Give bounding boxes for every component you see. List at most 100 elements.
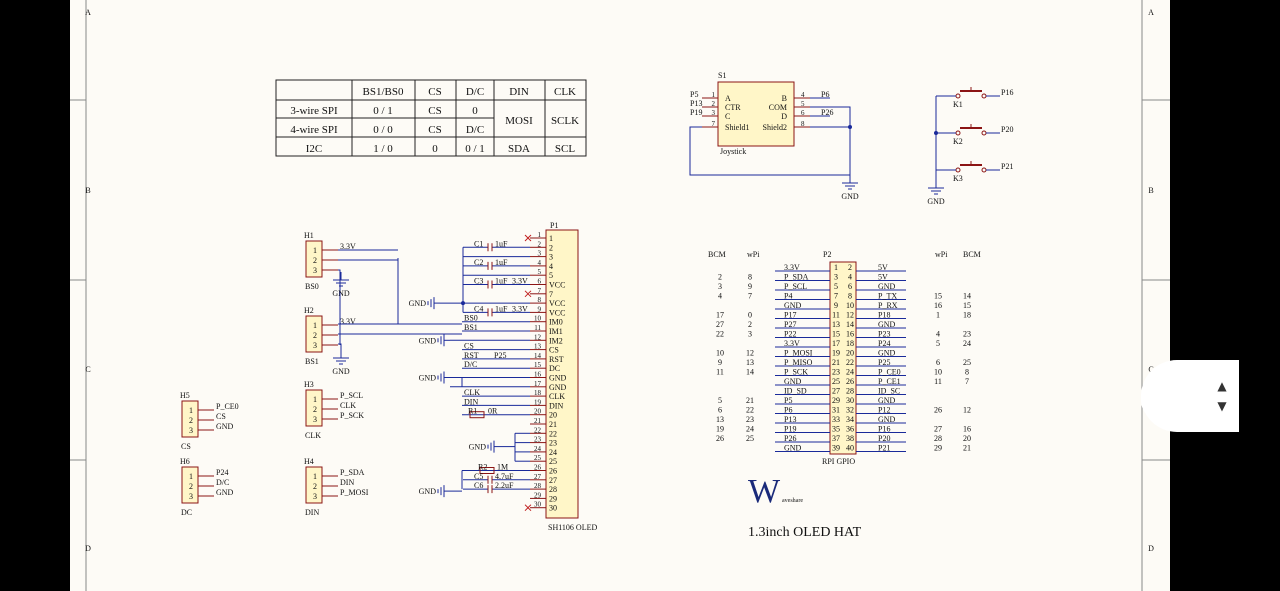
oled-pin-name: 1 bbox=[549, 234, 553, 243]
gpio-left-net: GND bbox=[784, 377, 802, 386]
oled-pin-number: 30 bbox=[534, 501, 542, 509]
gpio-bcm-right: 23 bbox=[963, 330, 971, 339]
joystick-pin-number: 8 bbox=[801, 120, 805, 128]
header-h1 bbox=[305, 240, 323, 278]
gpio-wpi-left: 8 bbox=[748, 273, 752, 282]
scroll-down-icon[interactable]: ▼ bbox=[1217, 399, 1227, 413]
keys-gnd-label: GND bbox=[927, 197, 945, 206]
header-pin-number: 2 bbox=[313, 331, 317, 340]
gpio-left-net: P27 bbox=[784, 320, 796, 329]
oled-pin-name: VCC bbox=[549, 308, 565, 317]
oled-pin-name: 25 bbox=[549, 457, 557, 466]
header-h5 bbox=[181, 400, 199, 438]
gpio-pin-number: 7 bbox=[834, 292, 838, 301]
oled-pin-name: GND bbox=[549, 383, 567, 392]
gpio-col-header: BCM bbox=[708, 250, 726, 259]
key-contact bbox=[955, 167, 961, 173]
gpio-pin-number: 33 bbox=[832, 415, 840, 424]
joystick-pin-number: 5 bbox=[801, 100, 805, 108]
wire-shield bbox=[689, 126, 850, 176]
gpio-body bbox=[829, 261, 857, 455]
joystick-body bbox=[717, 81, 795, 147]
gpio-left-net: P26 bbox=[784, 434, 796, 443]
scroll-up-icon[interactable]: ▲ bbox=[1217, 379, 1227, 393]
joystick-pin-name: D bbox=[781, 112, 787, 121]
gpio-left-net: P4 bbox=[784, 292, 792, 301]
junction-dot bbox=[848, 125, 852, 129]
header-ref: H6 bbox=[180, 457, 190, 466]
joystick-pin-name: CTR bbox=[725, 103, 741, 112]
junction-dot bbox=[934, 131, 938, 135]
gpio-pin-number: 29 bbox=[832, 396, 840, 405]
joystick-net: P6 bbox=[821, 90, 829, 99]
table-cell: CS bbox=[428, 124, 441, 136]
gpio-pin-number: 12 bbox=[846, 311, 854, 320]
gpio-pin-number: 14 bbox=[846, 320, 854, 329]
oled-pin-name: 27 bbox=[549, 476, 557, 485]
oled-pin-number: 6 bbox=[538, 278, 542, 286]
gpio-right-net: P18 bbox=[878, 311, 890, 320]
oled-pin-name: 26 bbox=[549, 467, 557, 476]
joystick-pin-name: C bbox=[725, 112, 730, 121]
oled-pin-number: 7 bbox=[538, 287, 542, 295]
header-pin-number: 2 bbox=[313, 256, 317, 265]
header-pin-number: 2 bbox=[189, 416, 193, 425]
gpio-wpi-right: 28 bbox=[934, 434, 942, 443]
oled-pin-name: 28 bbox=[549, 485, 557, 494]
header-pin-number: 3 bbox=[189, 492, 193, 501]
gpio-col-header: wPi bbox=[935, 250, 948, 259]
oled-pin-number: 13 bbox=[534, 343, 542, 351]
gpio-pin-number: 35 bbox=[832, 425, 840, 434]
joystick-pin-name: A bbox=[725, 94, 731, 103]
gpio-bcm-left: 3 bbox=[718, 282, 722, 291]
header-pin-number: 2 bbox=[313, 482, 317, 491]
gpio-left-net: ID_SD bbox=[784, 387, 807, 396]
joystick-net: P5 bbox=[690, 90, 698, 99]
gnd-label: GND bbox=[419, 374, 437, 383]
gpio-bcm-right: 14 bbox=[963, 292, 971, 301]
table-header: BS1/BS0 bbox=[363, 86, 404, 98]
gpio-wpi-left: 25 bbox=[746, 434, 754, 443]
gpio-wpi-right: 5 bbox=[936, 339, 940, 348]
no-connect-mark bbox=[524, 234, 532, 242]
gpio-bcm-right: 24 bbox=[963, 339, 971, 348]
oled-net-label: DIN bbox=[464, 397, 478, 406]
header-net-label: P_SCL bbox=[340, 391, 363, 400]
table-header: CS bbox=[428, 86, 441, 98]
logo-letter: W bbox=[748, 473, 781, 510]
scroll-pill: ▲ ▼ bbox=[1141, 360, 1239, 432]
oled-net-label: RST bbox=[464, 351, 479, 360]
wire bbox=[338, 343, 342, 350]
gpio-bcm-right: 12 bbox=[963, 406, 971, 415]
gpio-right-net: P12 bbox=[878, 406, 890, 415]
pill-handle[interactable] bbox=[1141, 380, 1179, 420]
gpio-bcm-left: 22 bbox=[716, 330, 724, 339]
oled-pin-number: 17 bbox=[534, 380, 542, 388]
resistor-r1-body bbox=[469, 411, 485, 419]
header-pin-number: 1 bbox=[189, 472, 193, 481]
gpio-bcm-right: 7 bbox=[965, 377, 969, 386]
gpio-left-net: 3.3V bbox=[784, 339, 800, 348]
oled-pin-number: 4 bbox=[538, 259, 542, 267]
key-contact bbox=[955, 93, 961, 99]
oled-pin-number: 9 bbox=[538, 305, 542, 313]
key-net: P21 bbox=[1001, 162, 1013, 171]
header-body bbox=[305, 315, 323, 353]
header-name: BS0 bbox=[305, 282, 319, 291]
oled-net-label: CS bbox=[464, 342, 474, 351]
header-name: DC bbox=[181, 508, 192, 517]
oled-net-label: BS0 bbox=[464, 314, 478, 323]
table-cell: D/C bbox=[466, 124, 484, 136]
key-contact bbox=[981, 93, 987, 99]
gpio-pin-number: 25 bbox=[832, 377, 840, 386]
gpio-pin-number: 34 bbox=[846, 415, 854, 424]
gpio-col-header: BCM bbox=[963, 250, 981, 259]
gpio-wpi-right: 15 bbox=[934, 292, 942, 301]
gnd-label-h2: GND bbox=[332, 367, 350, 376]
oled-pin-name: CS bbox=[549, 346, 559, 355]
logo-text: aveshare bbox=[782, 498, 803, 504]
header-net-label: GND bbox=[216, 422, 234, 431]
oled-pin-number: 11 bbox=[534, 324, 541, 332]
gpio-right-net: P16 bbox=[878, 425, 890, 434]
wire-com bbox=[810, 106, 851, 175]
